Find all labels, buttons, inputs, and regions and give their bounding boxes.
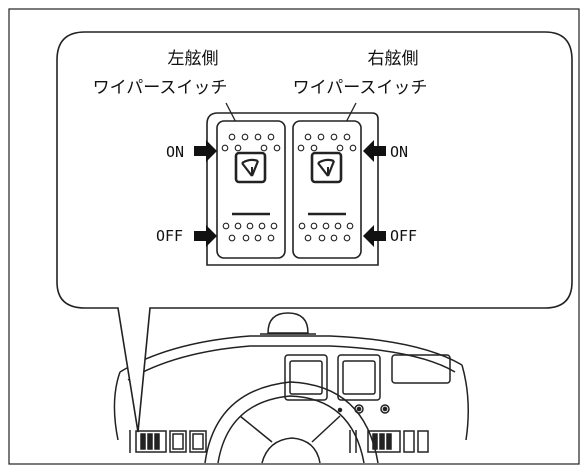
arrow-icon	[363, 140, 386, 162]
arrow-icon	[194, 225, 217, 247]
left-switch-title: 左舷側	[168, 49, 219, 69]
right-off-label: OFF	[390, 227, 417, 245]
arrow-icon	[194, 140, 217, 162]
left-on-label: ON	[166, 143, 184, 161]
arrow-icon	[363, 225, 386, 247]
right-switch-lower-dots	[298, 222, 354, 242]
right-switch-upper-dots	[297, 133, 357, 152]
switch-panel	[206, 112, 379, 266]
left-switch-upper-dots	[221, 133, 281, 152]
wiper-icon	[310, 151, 343, 184]
wiper-icon	[234, 151, 267, 184]
right-on-label: ON	[390, 143, 408, 161]
right-wiper-switch[interactable]	[292, 120, 362, 259]
right-switch-title: 右舷側	[368, 49, 419, 69]
helm-console	[113, 312, 469, 464]
figure-border	[8, 8, 580, 465]
left-off-label: OFF	[156, 227, 183, 245]
left-switch-subtitle: ワイパースイッチ	[93, 78, 228, 98]
left-switch-lower-dots	[222, 222, 278, 242]
right-switch-subtitle: ワイパースイッチ	[293, 78, 428, 98]
left-wiper-switch[interactable]	[216, 120, 286, 259]
